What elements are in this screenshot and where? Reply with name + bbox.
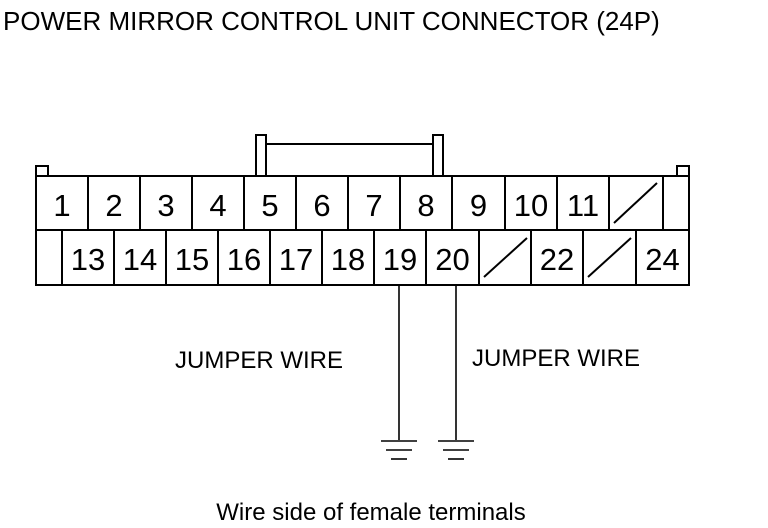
pin-13: 13 bbox=[71, 242, 105, 277]
pin-14: 14 bbox=[123, 242, 157, 277]
pin-7: 7 bbox=[365, 188, 382, 223]
pin-15: 15 bbox=[175, 242, 209, 277]
empty-cavities bbox=[483, 182, 658, 278]
pin-1: 1 bbox=[53, 188, 70, 223]
pin-24: 24 bbox=[645, 242, 679, 277]
pin-6: 6 bbox=[313, 188, 330, 223]
pin-2: 2 bbox=[105, 188, 122, 223]
pin-3: 3 bbox=[157, 188, 174, 223]
pin-8: 8 bbox=[417, 188, 434, 223]
bottom-row-dividers bbox=[61, 230, 637, 285]
ground-icon bbox=[381, 440, 417, 460]
jumper-wire-label-right: JUMPER WIRE bbox=[472, 345, 640, 372]
pin-19: 19 bbox=[383, 242, 417, 277]
diagram-title: POWER MIRROR CONTROL UNIT CONNECTOR (24P… bbox=[3, 6, 660, 36]
empty-cavity-mark bbox=[587, 237, 632, 278]
connector-housing bbox=[35, 134, 690, 286]
pin-11: 11 bbox=[567, 188, 599, 223]
top-row-dividers bbox=[87, 176, 664, 230]
ground-icon bbox=[438, 440, 474, 460]
caption: Wire side of female terminals bbox=[216, 499, 525, 526]
bottom-row-pins: 13 14 15 16 17 18 19 20 22 24 bbox=[71, 242, 680, 277]
jumper-wire-label-left: JUMPER WIRE bbox=[175, 347, 343, 374]
pin-10: 10 bbox=[514, 188, 548, 223]
pin-5: 5 bbox=[261, 188, 278, 223]
pin-17: 17 bbox=[279, 242, 313, 277]
pin-9: 9 bbox=[470, 188, 487, 223]
empty-cavity-mark bbox=[483, 237, 528, 278]
pin-22: 22 bbox=[540, 242, 574, 277]
pin-4: 4 bbox=[209, 188, 226, 223]
pin-20: 20 bbox=[435, 242, 469, 277]
pin-16: 16 bbox=[227, 242, 261, 277]
empty-cavity-mark bbox=[613, 182, 658, 224]
pin-18: 18 bbox=[331, 242, 365, 277]
jumper-wire-right bbox=[438, 285, 474, 460]
jumper-wire-left bbox=[381, 285, 417, 460]
